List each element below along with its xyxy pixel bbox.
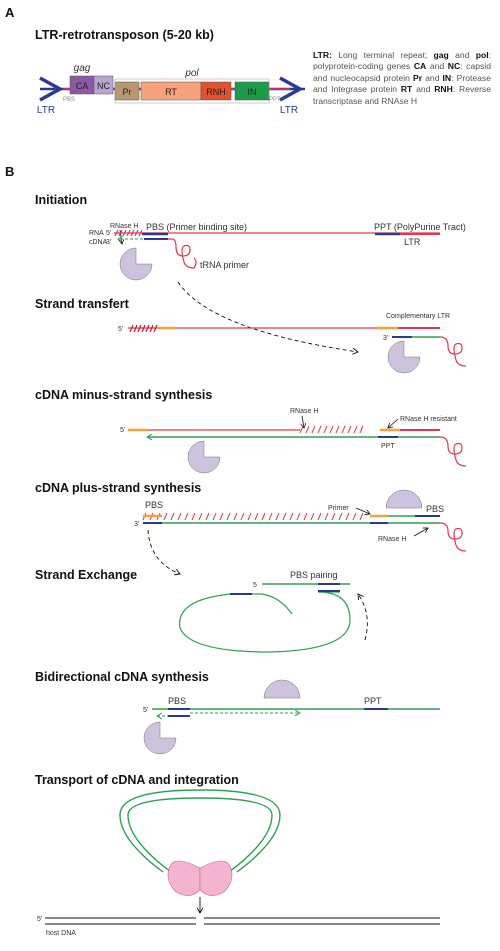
five-prime-6: 5' bbox=[37, 916, 42, 923]
legend-text: and bbox=[426, 61, 448, 72]
transfer-title: Strand transfert bbox=[35, 297, 130, 311]
legend-term: RT bbox=[400, 84, 413, 95]
five-prime-4: 5 bbox=[253, 582, 257, 589]
pbs-label-3: PBS bbox=[168, 696, 186, 706]
element-map: CA NC Pr RT RNH IN gag pol PBS PPT LTR L… bbox=[37, 63, 305, 116]
legend-term: pol bbox=[475, 50, 489, 60]
rnh-label: RNH bbox=[206, 87, 226, 97]
ltr-left-label: LTR bbox=[37, 105, 55, 116]
legend-term: NC bbox=[447, 61, 461, 72]
resistant-label: RNase H resistant bbox=[400, 416, 457, 423]
five-prime-2: 5' bbox=[118, 326, 123, 333]
primer-label: Primer bbox=[328, 505, 349, 512]
legend-term: LTR: bbox=[313, 50, 332, 60]
rt-label: RT bbox=[165, 87, 177, 97]
exchange-title: Strand Exchange bbox=[35, 568, 137, 582]
pol-label: pol bbox=[184, 68, 199, 79]
bidir-title: Bidirectional cDNA synthesis bbox=[35, 670, 209, 684]
pr-label: Pr bbox=[123, 87, 132, 97]
ltr-label-1: LTR bbox=[404, 237, 421, 247]
rnaseh-label-1: RNase H bbox=[110, 223, 138, 230]
legend-text: and bbox=[412, 84, 435, 95]
transfer-diagram: 5' Complementary LTR 3' bbox=[118, 313, 467, 374]
comp-ltr-label: Complementary LTR bbox=[386, 313, 450, 320]
gag-label: gag bbox=[74, 63, 91, 74]
minus-diagram: RNase H RNase H resistant 5' PPT bbox=[120, 408, 467, 474]
rt-enzyme-4 bbox=[385, 489, 423, 509]
three-prime-3: 3' bbox=[134, 521, 139, 528]
plus-title: cDNA plus-strand synthesis bbox=[35, 481, 201, 495]
pbs-label-1: PBS (Primer binding site) bbox=[146, 222, 247, 232]
panel-a-label: A bbox=[5, 5, 15, 20]
ltr-right-label: LTR bbox=[280, 105, 298, 116]
legend-term: IN bbox=[442, 72, 452, 83]
five-prime-5: 5' bbox=[143, 707, 148, 714]
legend-term: RNH bbox=[434, 84, 453, 95]
ltr-right-arrow-icon bbox=[279, 76, 304, 102]
rnh-block bbox=[200, 81, 232, 101]
legend-text: : Protease and Integrase protein bbox=[313, 72, 491, 95]
cdna-label: cDNA bbox=[89, 239, 108, 246]
legend-text: and bbox=[422, 72, 443, 83]
element-legend: LTR: Long terminal repeat; gag and pol: … bbox=[313, 50, 491, 107]
minus-title: cDNA minus-strand synthesis bbox=[35, 388, 212, 402]
panel-b-label: B bbox=[5, 164, 14, 179]
in-label: IN bbox=[248, 87, 257, 97]
rt-enzyme-6 bbox=[143, 721, 177, 755]
pbs-label-right: PBS bbox=[426, 504, 444, 514]
ltr-left-arrow-icon bbox=[39, 76, 64, 102]
rt-enzyme-5 bbox=[263, 679, 301, 699]
bidir-diagram: PBS PPT 5' bbox=[143, 679, 440, 755]
three-prime-2: 3' bbox=[383, 335, 388, 342]
host-dna-label: host DNA bbox=[46, 930, 76, 937]
legend-text: : polyprotein-coding genes bbox=[313, 50, 491, 72]
ppt-small-label: PPT bbox=[269, 97, 281, 103]
rnaseh-label-3: RNase H bbox=[378, 536, 406, 543]
rt-enzyme-2 bbox=[387, 340, 421, 374]
legend-term: gag bbox=[433, 50, 449, 60]
transport-diagram: 5' host DNA bbox=[37, 789, 440, 937]
pbs-label-left: PBS bbox=[145, 500, 163, 510]
three-prime-1: 3' bbox=[106, 239, 111, 246]
legend-text: : capsid and nucleocapsid protein bbox=[313, 61, 491, 83]
transport-title: Transport of cDNA and integration bbox=[35, 773, 239, 787]
legend-term: Pr bbox=[412, 72, 423, 83]
ppt-label-2: PPT bbox=[381, 443, 395, 450]
legend-term: CA bbox=[413, 61, 427, 72]
pbs-pairing-label: PBS pairing bbox=[290, 570, 338, 580]
initiation-title: Initiation bbox=[35, 193, 87, 207]
rt-enzyme-3 bbox=[187, 440, 221, 474]
initiation-diagram: RNase H PBS (Primer binding site) PPT (P… bbox=[89, 222, 466, 352]
ppt-label-1: PPT (PolyPurine Tract) bbox=[374, 222, 466, 232]
rnaseh-label-2: RNase H bbox=[290, 408, 318, 415]
trna-primer-shape bbox=[168, 238, 197, 269]
rt-enzyme-1 bbox=[119, 247, 153, 281]
exchange-diagram: 5 PBS pairing bbox=[179, 570, 368, 653]
ppt-label-3: PPT bbox=[364, 696, 382, 706]
legend-text: and bbox=[448, 50, 476, 60]
five-prime-3: 5' bbox=[120, 427, 125, 434]
legend-text: : Reverse transcriptase and RNAse H bbox=[313, 84, 492, 106]
integrase-left bbox=[167, 860, 201, 896]
nc-label: NC bbox=[97, 81, 110, 91]
pbs-small-label: PBS bbox=[63, 97, 75, 103]
legend-text: Long terminal repeat; bbox=[331, 50, 434, 60]
panel-a-title: LTR-retrotransposon (5-20 kb) bbox=[35, 28, 214, 42]
trna-label: tRNA primer bbox=[200, 260, 249, 270]
five-prime-1: 5' bbox=[106, 230, 111, 237]
nc-block bbox=[93, 75, 114, 95]
rna-label: RNA bbox=[89, 230, 104, 237]
integrase-right bbox=[199, 860, 233, 896]
ca-label: CA bbox=[76, 81, 89, 91]
plus-diagram: PBS Primer PBS 3' RNase H bbox=[134, 489, 467, 574]
